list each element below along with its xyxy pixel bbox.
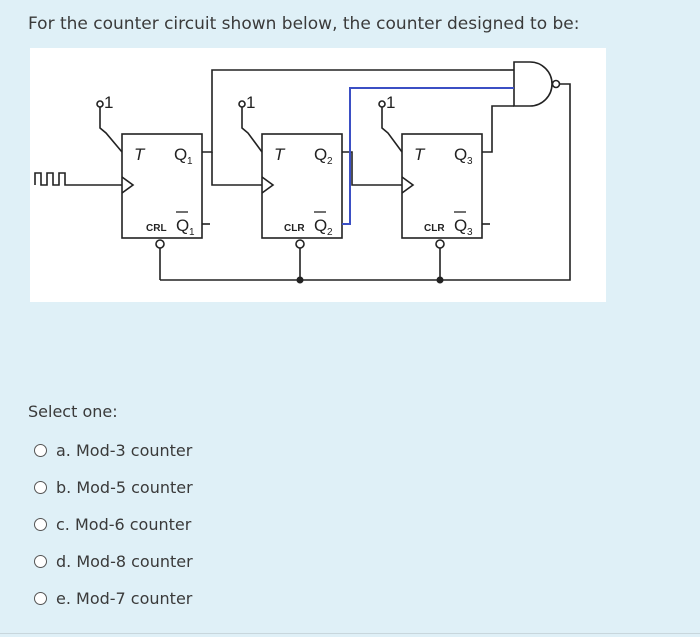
question-text: For the counter circuit shown below, the… xyxy=(28,14,580,34)
select-one-label: Select one: xyxy=(28,402,118,421)
ff2-clr-label: CLR xyxy=(284,223,305,234)
option-b[interactable]: b. Mod-5 counter xyxy=(34,469,193,506)
and-bubble xyxy=(551,79,561,89)
ff1-one-terminal xyxy=(96,100,104,108)
ff1-clr-bubble xyxy=(155,239,165,249)
answer-options: a. Mod-3 counter b. Mod-5 counter c. Mod… xyxy=(34,432,193,617)
radio-button-d[interactable] xyxy=(34,555,47,568)
ff2-q-sub: 2 xyxy=(327,156,333,167)
clear-feedback-wire xyxy=(160,83,571,281)
ff1-qbar-label: Q xyxy=(176,216,189,235)
ff1-q-sub: 1 xyxy=(187,156,193,167)
ff3-clock-triangle xyxy=(401,176,415,194)
ff1-box xyxy=(121,133,203,239)
ff1-qbar-sub: 1 xyxy=(189,227,195,238)
circuit-svg: 1 1 1 T T T Q 1 Q 2 Q 3 Q 1 Q 2 Q 3 CRL … xyxy=(34,61,571,284)
ff3-one-label: 1 xyxy=(386,93,395,112)
option-e-label: e. Mod-7 counter xyxy=(56,589,193,608)
ff3-one-terminal xyxy=(378,100,386,108)
ff2-clr-bubble xyxy=(295,239,305,249)
ff2-one-label: 1 xyxy=(246,93,255,112)
clock-signal xyxy=(34,172,88,186)
ff2-q-label: Q xyxy=(314,145,327,164)
option-e[interactable]: e. Mod-7 counter xyxy=(34,580,193,617)
q3-to-and-wire xyxy=(482,105,514,153)
ff3-clr-label: CLR xyxy=(424,223,445,234)
q2-to-ff3-clock xyxy=(342,151,402,186)
ff2-t-label: T xyxy=(274,145,286,164)
ff2-clock-triangle xyxy=(261,176,275,194)
option-b-label: b. Mod-5 counter xyxy=(56,478,193,497)
option-c[interactable]: c. Mod-6 counter xyxy=(34,506,193,543)
ff2-t-wire xyxy=(241,107,263,153)
option-d[interactable]: d. Mod-8 counter xyxy=(34,543,193,580)
q1-to-and-wire xyxy=(202,69,500,153)
radio-button-b[interactable] xyxy=(34,481,47,494)
ff2-qbar-label: Q xyxy=(314,216,327,235)
bottom-divider xyxy=(0,633,700,634)
ff1-t-label: T xyxy=(134,145,146,164)
ff2-box xyxy=(261,133,343,239)
ff3-q-sub: 3 xyxy=(467,156,473,167)
ff2-one-terminal xyxy=(238,100,246,108)
radio-button-c[interactable] xyxy=(34,518,47,531)
option-d-label: d. Mod-8 counter xyxy=(56,552,193,571)
ff2-qbar-sub: 2 xyxy=(327,227,333,238)
ff1-one-label: 1 xyxy=(104,93,113,112)
and-gate xyxy=(513,61,553,107)
circuit-diagram: 1 1 1 T T T Q 1 Q 2 Q 3 Q 1 Q 2 Q 3 CRL … xyxy=(30,48,606,302)
option-a-label: a. Mod-3 counter xyxy=(56,441,193,460)
ff3-t-label: T xyxy=(414,145,426,164)
ff3-q-label: Q xyxy=(454,145,467,164)
ff3-t-wire xyxy=(381,107,403,153)
ff1-t-wire xyxy=(99,107,123,153)
ff3-qbar-sub: 3 xyxy=(467,227,473,238)
ff1-clr-label: CRL xyxy=(146,223,167,234)
option-a[interactable]: a. Mod-3 counter xyxy=(34,432,193,469)
option-c-label: c. Mod-6 counter xyxy=(56,515,192,534)
ff3-box xyxy=(401,133,483,239)
q1-to-ff2-clock xyxy=(211,152,262,186)
ff3-qbar-label: Q xyxy=(454,216,467,235)
radio-button-a[interactable] xyxy=(34,444,47,457)
q2bar-to-and-wire xyxy=(342,87,514,225)
ff1-q-label: Q xyxy=(174,145,187,164)
ff3-clr-bubble xyxy=(435,239,445,249)
radio-button-e[interactable] xyxy=(34,592,47,605)
ff1-clock-triangle xyxy=(121,176,135,194)
